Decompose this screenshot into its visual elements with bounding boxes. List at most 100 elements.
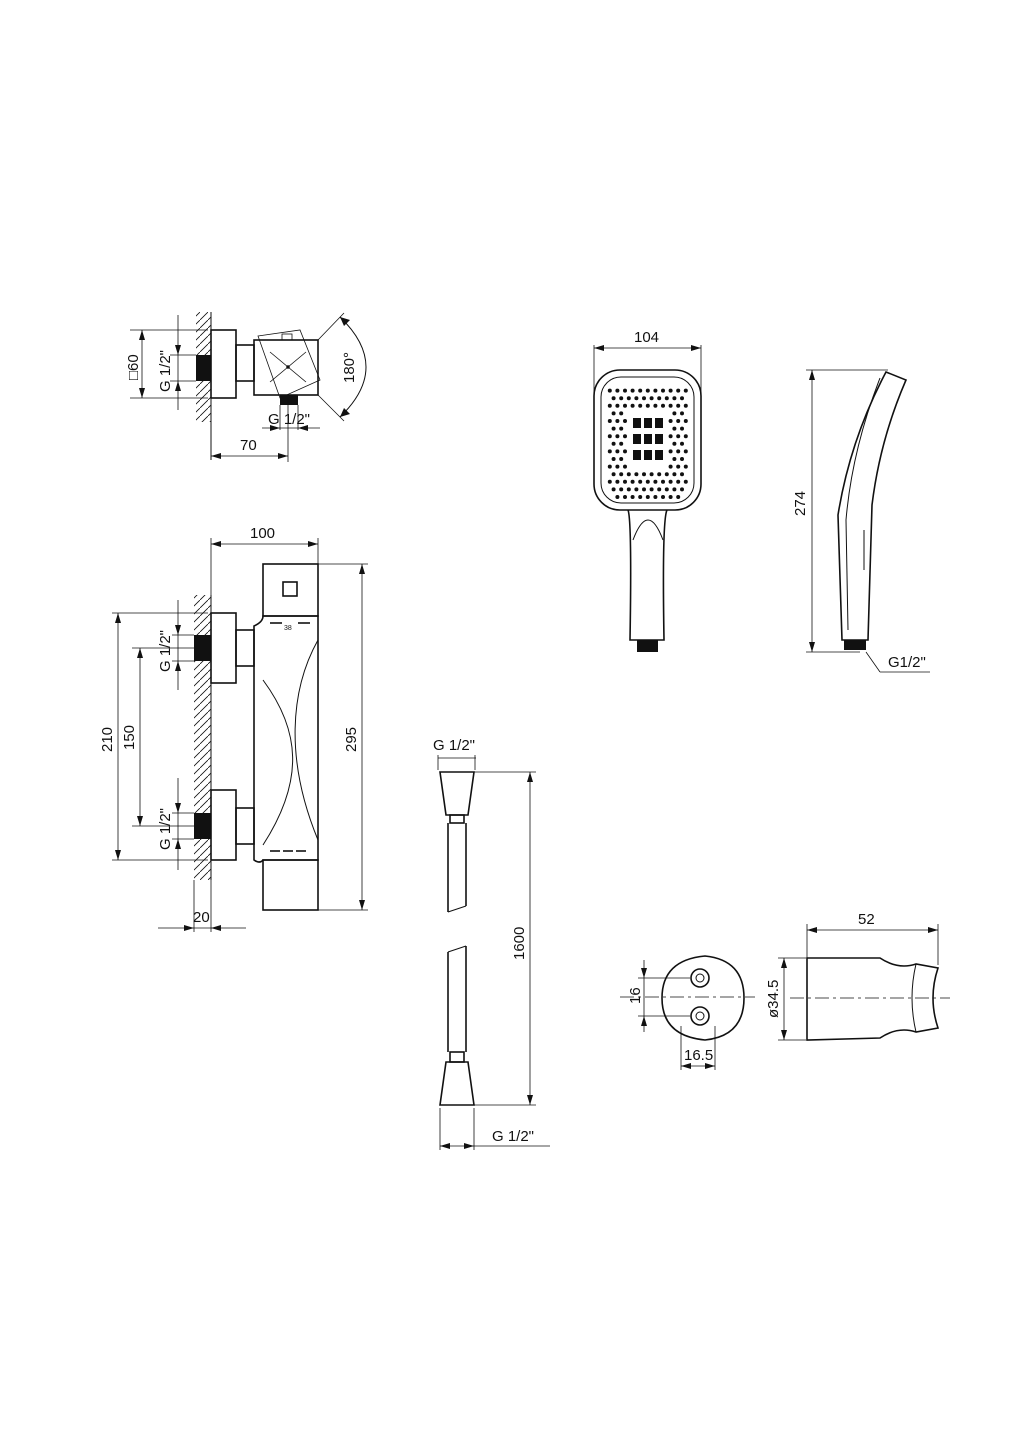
spray-nozzle bbox=[626, 472, 631, 477]
holder-plate bbox=[661, 955, 745, 1041]
width-70-label: 70 bbox=[240, 437, 257, 454]
spray-nozzle bbox=[668, 495, 673, 499]
shower-head-inner bbox=[600, 376, 695, 504]
spray-nozzle bbox=[619, 441, 624, 446]
spray-nozzle bbox=[619, 487, 624, 492]
head-length-label: 274 bbox=[792, 491, 809, 516]
outlet-stub bbox=[280, 395, 298, 405]
hose-thread-top-label: G 1/2" bbox=[433, 737, 475, 754]
spray-nozzle bbox=[664, 487, 669, 492]
spray-nozzle bbox=[668, 449, 673, 454]
spray-nozzle bbox=[623, 434, 627, 439]
spray-nozzles bbox=[607, 388, 688, 499]
holder-body bbox=[806, 957, 940, 1041]
inlet-upper-solid bbox=[194, 635, 211, 661]
spray-nozzle bbox=[680, 441, 684, 446]
spray-nozzle bbox=[607, 419, 612, 423]
spray-nozzle bbox=[683, 434, 688, 439]
spray-nozzle bbox=[676, 464, 681, 469]
wall-holder-front: 16 16.5 bbox=[620, 955, 755, 1070]
spray-nozzle bbox=[607, 449, 612, 454]
spray-nozzle bbox=[607, 434, 612, 439]
spray-nozzle bbox=[626, 396, 631, 401]
spray-nozzle bbox=[619, 426, 624, 431]
spray-nozzle bbox=[607, 403, 612, 408]
spray-nozzle bbox=[638, 479, 643, 484]
spray-nozzle bbox=[649, 487, 654, 492]
hand-shower-front: 104 bbox=[593, 329, 702, 652]
escutcheon bbox=[210, 329, 237, 399]
spray-nozzle bbox=[680, 426, 684, 431]
inlet-pipe-solid bbox=[196, 355, 211, 381]
top-cap bbox=[262, 563, 319, 617]
spray-nozzle bbox=[664, 472, 669, 477]
spray-nozzle bbox=[672, 487, 677, 492]
spray-nozzle bbox=[645, 388, 650, 393]
spray-nozzle bbox=[611, 441, 616, 446]
shower-handle bbox=[627, 509, 668, 641]
holder-diameter-label: ø34.5 bbox=[765, 980, 782, 1018]
rotation-arc bbox=[339, 316, 367, 418]
spacing-150-label: 150 bbox=[121, 725, 138, 750]
spray-nozzle bbox=[683, 479, 688, 484]
spray-nozzle bbox=[653, 495, 658, 499]
spray-nozzle bbox=[615, 388, 620, 393]
hose-bottom-nut bbox=[439, 1061, 475, 1106]
center-jets bbox=[633, 418, 663, 460]
spray-nozzle bbox=[607, 464, 612, 469]
spray-nozzle bbox=[672, 457, 677, 461]
spray-nozzle bbox=[619, 411, 624, 416]
spray-nozzle bbox=[607, 479, 612, 484]
width-100-label: 100 bbox=[250, 525, 275, 542]
spray-nozzle bbox=[642, 487, 646, 492]
spray-nozzle bbox=[630, 388, 635, 393]
hand-shower-side: 274 G1/2" bbox=[792, 369, 930, 673]
spray-nozzle bbox=[668, 434, 673, 439]
spray-nozzle bbox=[653, 388, 658, 393]
bottom-cap bbox=[262, 859, 319, 911]
spray-nozzle bbox=[668, 419, 673, 423]
shower-side-profile bbox=[837, 370, 908, 641]
inlet-lower-solid bbox=[194, 813, 211, 839]
handle-thread bbox=[637, 640, 658, 652]
cap-button bbox=[282, 581, 298, 597]
head-thread-label: G1/2" bbox=[888, 654, 926, 671]
spray-nozzle bbox=[680, 472, 684, 477]
spray-nozzle bbox=[672, 396, 677, 401]
screw-hole-top bbox=[690, 968, 710, 988]
escutcheon-upper bbox=[210, 612, 237, 684]
spray-nozzle bbox=[607, 388, 612, 393]
wall-hatch-front bbox=[194, 595, 211, 880]
hose-top-nut bbox=[439, 771, 475, 816]
spray-nozzle bbox=[676, 479, 681, 484]
mixer-body bbox=[253, 615, 319, 863]
spray-nozzle bbox=[611, 457, 616, 461]
spray-nozzle bbox=[657, 487, 662, 492]
spray-nozzle bbox=[638, 388, 643, 393]
spray-nozzle bbox=[653, 403, 658, 408]
spray-nozzle bbox=[668, 403, 673, 408]
spray-nozzle bbox=[623, 495, 627, 499]
spray-nozzle bbox=[645, 403, 650, 408]
side-thread bbox=[844, 640, 866, 650]
spray-nozzle bbox=[615, 403, 620, 408]
spray-nozzle bbox=[626, 487, 631, 492]
spray-nozzle bbox=[661, 495, 665, 499]
spray-nozzle bbox=[611, 472, 616, 477]
holder-spacing-16-5-label: 16.5 bbox=[684, 1047, 713, 1064]
height-295-label: 295 bbox=[343, 727, 360, 752]
spray-nozzle bbox=[623, 388, 627, 393]
wall-holder-side: 52 ø34.5 bbox=[765, 911, 950, 1041]
thread-top-view-label: G 1/2" bbox=[157, 350, 174, 392]
hose-length-label: 1600 bbox=[511, 927, 528, 960]
spray-nozzle bbox=[668, 388, 673, 393]
spray-nozzle bbox=[645, 495, 650, 499]
mixer-front-view: 100 38 295 bbox=[99, 525, 368, 932]
spray-nozzle bbox=[664, 396, 669, 401]
spray-nozzle bbox=[672, 472, 677, 477]
spray-nozzle bbox=[676, 434, 681, 439]
shower-hose: G 1/2" 1600 G 1/2" bbox=[433, 737, 550, 1150]
spray-nozzle bbox=[615, 495, 620, 499]
rotated-knob bbox=[257, 329, 321, 399]
